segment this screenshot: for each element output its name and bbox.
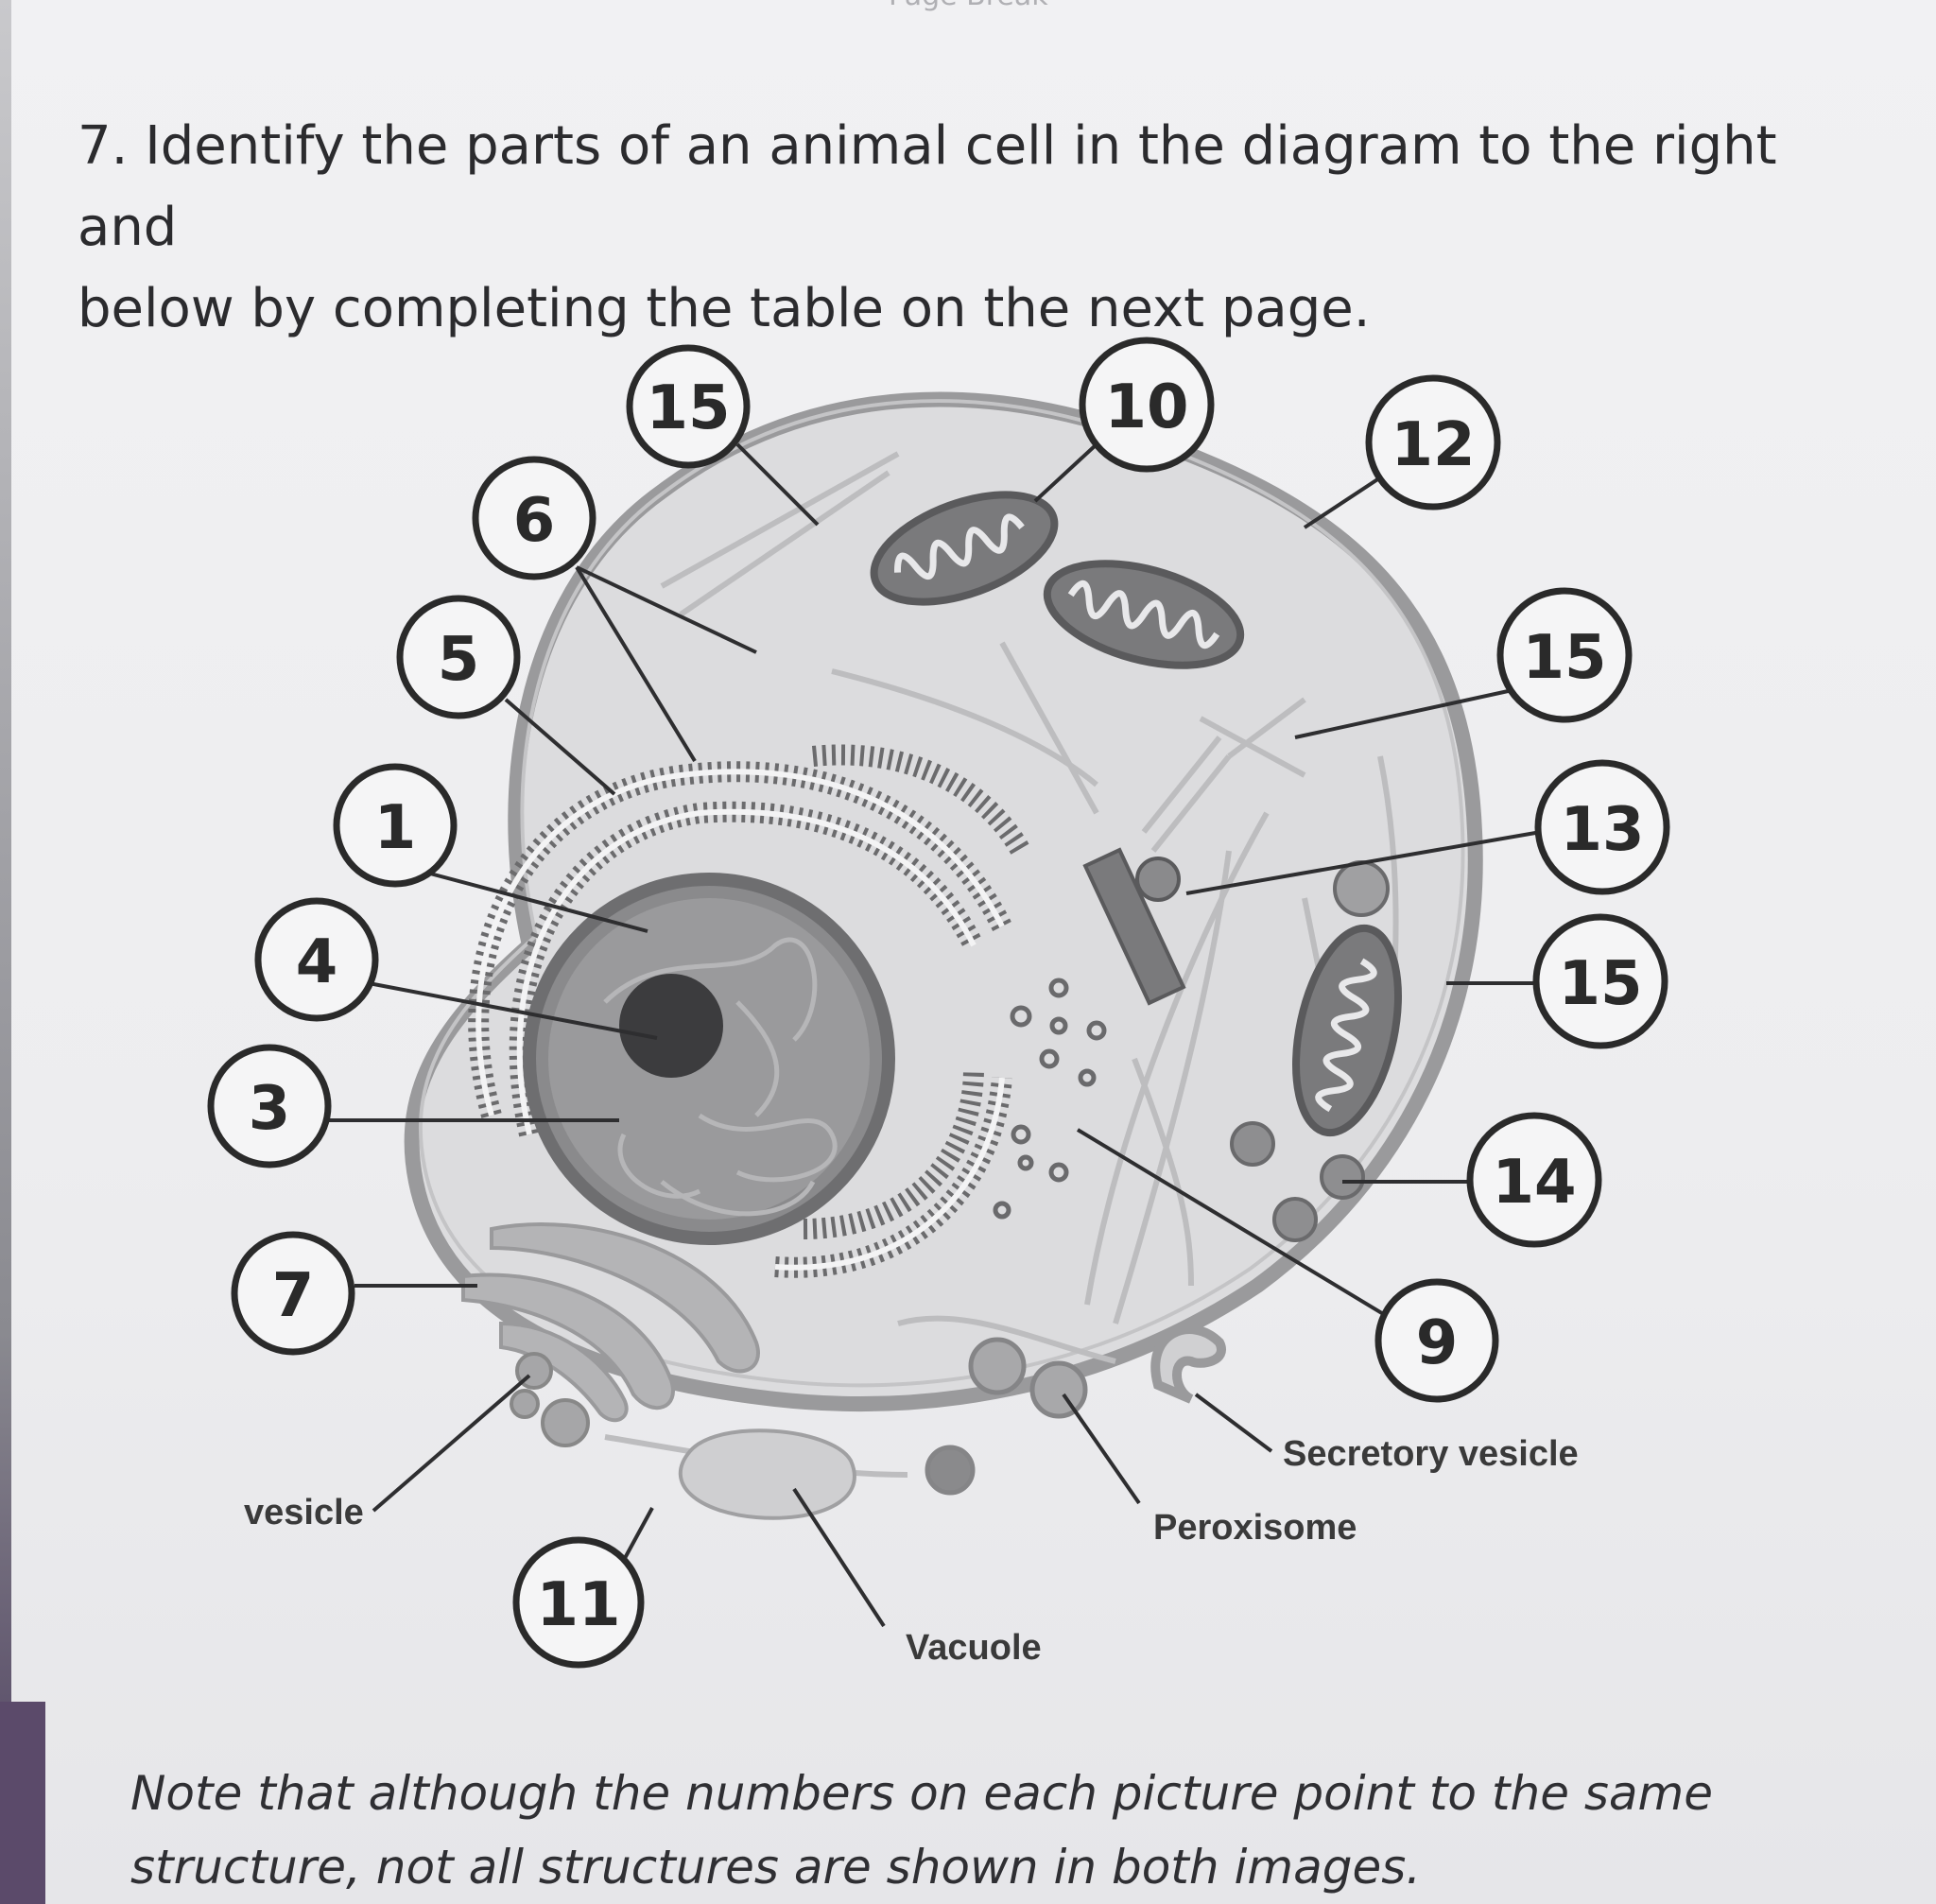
callout-14-number: 14 <box>1492 1148 1576 1218</box>
secretory-vesicle-shape <box>1155 1329 1221 1399</box>
callout-12: 12 <box>1369 378 1497 507</box>
callout-15-mid-number: 15 <box>1558 949 1642 1019</box>
callout-15-mid: 15 <box>1536 917 1665 1046</box>
callout-12-number: 12 <box>1391 410 1475 480</box>
callout-15-right-number: 15 <box>1522 623 1606 693</box>
callout-15-right: 15 <box>1500 591 1629 719</box>
callout-1-number: 1 <box>374 793 417 863</box>
callout-3: 3 <box>211 1047 328 1165</box>
callout-5-number: 5 <box>438 625 480 695</box>
callout-4-number: 4 <box>296 927 338 997</box>
label-vesicle: vesicle <box>244 1493 364 1532</box>
callout-10-number: 10 <box>1104 372 1188 442</box>
callout-13-number: 13 <box>1560 795 1644 865</box>
callout-7: 7 <box>234 1235 352 1352</box>
note-line-2: structure, not all structures are shown … <box>130 1830 1879 1904</box>
callout-15-top-number: 15 <box>646 373 730 443</box>
callout-6-number: 6 <box>513 486 556 556</box>
callout-11-number: 11 <box>536 1570 620 1640</box>
label-vacuole: Vacuole <box>906 1628 1042 1668</box>
callout-10: 10 <box>1082 340 1211 469</box>
callout-11: 11 <box>516 1540 641 1665</box>
callout-14: 14 <box>1470 1116 1599 1244</box>
vacuole <box>681 1430 855 1518</box>
callout-6: 6 <box>475 459 593 577</box>
label-secretory-vesicle: Secretory vesicle <box>1283 1434 1579 1474</box>
note-text: Note that although the numbers on each p… <box>130 1757 1879 1904</box>
callout-7-number: 7 <box>272 1261 315 1331</box>
callout-4: 4 <box>258 901 375 1018</box>
callout-9: 9 <box>1378 1282 1495 1399</box>
note-line-1: Note that although the numbers on each p… <box>130 1757 1879 1830</box>
callout-1: 1 <box>337 767 454 884</box>
callout-5: 5 <box>400 598 517 716</box>
nucleolus <box>619 974 723 1078</box>
callout-13: 13 <box>1538 763 1667 891</box>
callout-3-number: 3 <box>249 1074 291 1144</box>
callout-15-top: 15 <box>630 348 747 465</box>
callout-9-number: 9 <box>1416 1308 1459 1378</box>
label-peroxisome: Peroxisome <box>1153 1508 1357 1548</box>
